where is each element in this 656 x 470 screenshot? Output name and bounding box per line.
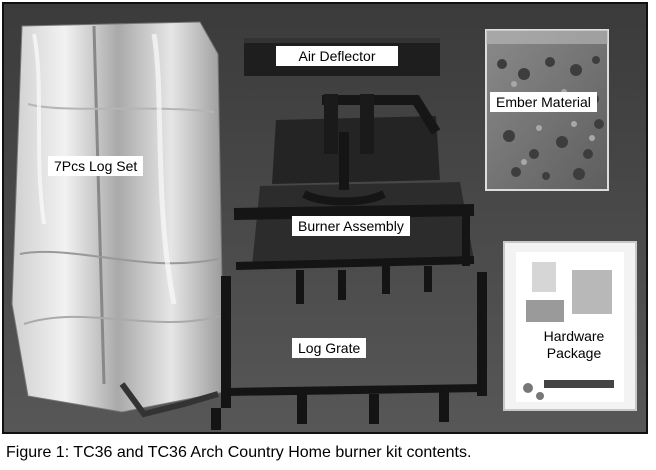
burner-assembly-label: Burner Assembly: [292, 216, 410, 236]
hardware-package-label: Hardware Package: [528, 326, 620, 364]
photo-frame: Air Deflector Ember Material 7Pcs Log Se…: [2, 2, 648, 434]
air-deflector-label: Air Deflector: [276, 46, 398, 66]
ember-material-label: Ember Material: [490, 92, 597, 112]
log-grate-label: Log Grate: [292, 338, 367, 358]
burner-assembly: [233, 94, 475, 266]
figure-caption: Figure 1: TC36 and TC36 Arch Country Hom…: [6, 444, 472, 461]
kit-photo: [4, 4, 646, 432]
log-set-package: [11, 21, 225, 418]
log-grate: [211, 256, 487, 430]
log-set-label: 7Pcs Log Set: [48, 156, 144, 176]
